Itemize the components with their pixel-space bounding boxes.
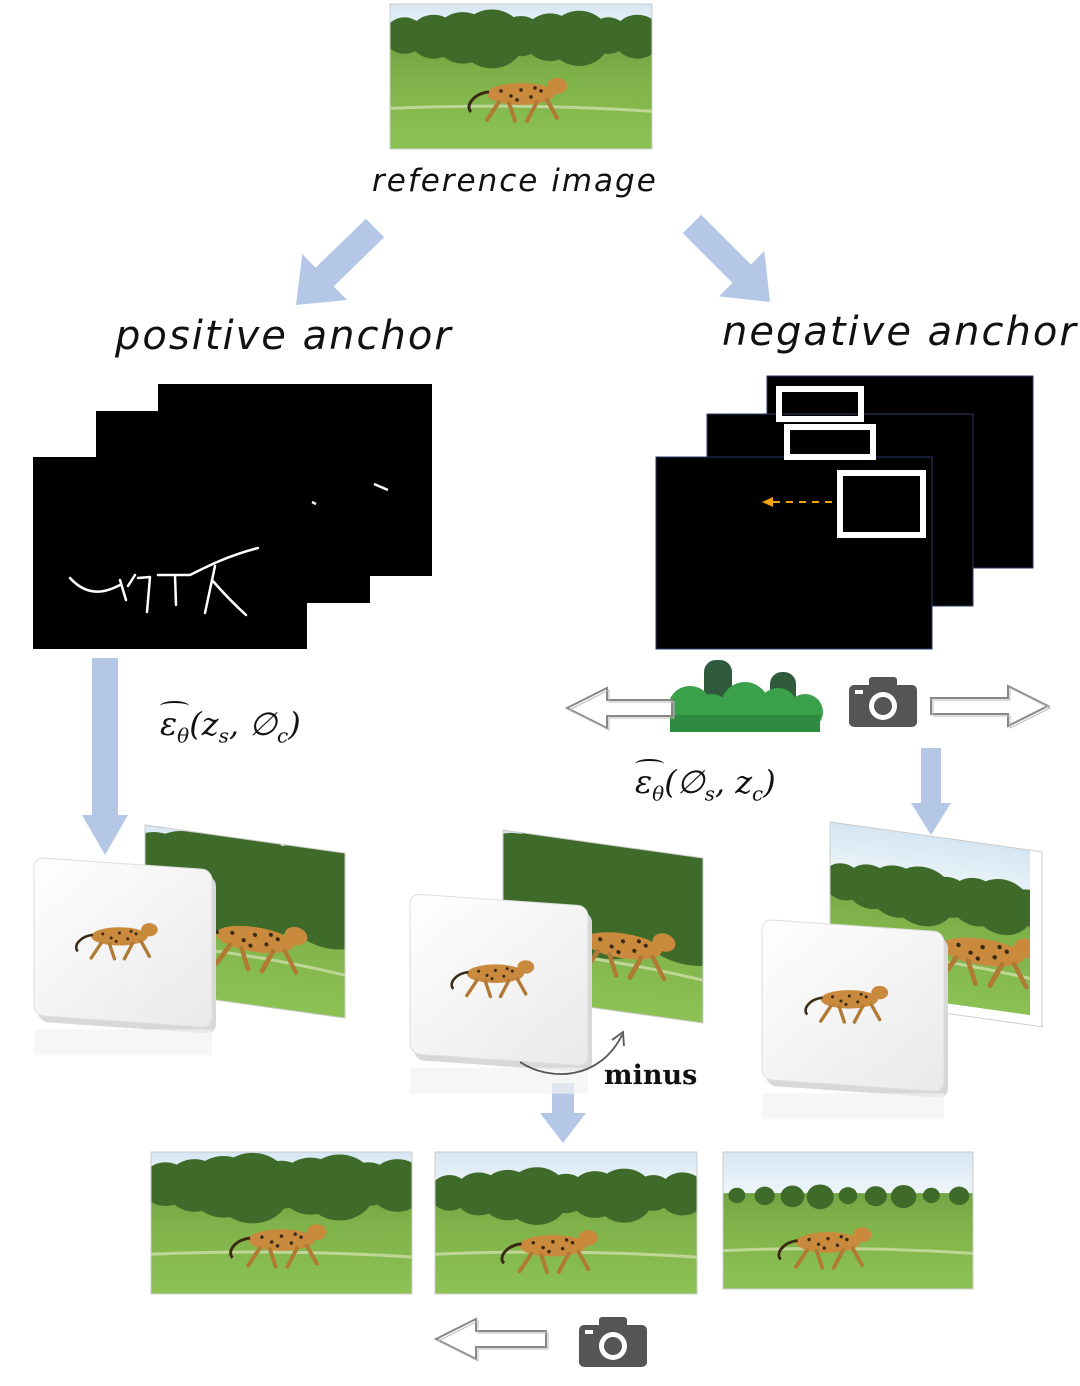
photo-border bbox=[434, 1151, 698, 1295]
tree bbox=[838, 1187, 858, 1205]
arrow-sketch bbox=[932, 687, 1052, 729]
box-outline bbox=[784, 424, 876, 460]
decomposition-pair bbox=[33, 824, 346, 1056]
formula-close: ) bbox=[288, 705, 301, 743]
tree bbox=[621, 842, 703, 966]
card-reflection bbox=[410, 1067, 588, 1094]
decomposition-pair bbox=[761, 821, 1043, 1120]
epsilon-hat: εθ bbox=[160, 700, 190, 748]
sketch-stroke bbox=[311, 482, 389, 506]
positive-anchor-label: positive anchor bbox=[115, 313, 453, 359]
formula-close: ) bbox=[763, 763, 776, 801]
arrow-sketch bbox=[436, 1320, 549, 1362]
epsilon-hat: εθ bbox=[635, 758, 665, 806]
tree bbox=[922, 1187, 940, 1204]
tree bbox=[754, 1186, 775, 1206]
card-reflection bbox=[34, 1029, 212, 1056]
background-card bbox=[502, 829, 704, 1024]
output-frame bbox=[150, 1151, 413, 1295]
sketch-stroke bbox=[68, 546, 260, 617]
arrow-sketch bbox=[567, 689, 675, 731]
ground bbox=[670, 715, 820, 732]
tree bbox=[728, 1187, 746, 1204]
negative-noise-formula: εθ(∅s, zc) bbox=[635, 758, 776, 806]
arrow-outline bbox=[433, 1317, 547, 1361]
card-reflection bbox=[762, 1093, 944, 1120]
reference-image bbox=[389, 3, 653, 150]
tree bbox=[368, 1159, 412, 1212]
photo-border bbox=[150, 1151, 413, 1295]
tree bbox=[613, 14, 652, 59]
left-arrow-icon bbox=[433, 1317, 549, 1362]
output-frame bbox=[722, 1151, 974, 1290]
output-frame bbox=[434, 1151, 698, 1295]
tree bbox=[273, 843, 345, 950]
right-arrow-icon bbox=[930, 684, 1052, 729]
down-arrow-icon bbox=[296, 218, 385, 305]
motion-arrowhead bbox=[762, 497, 773, 507]
positive-noise-formula: εθ(zs, ∅c) bbox=[160, 700, 301, 748]
background-layer bbox=[502, 829, 704, 1024]
down-arrow-icon bbox=[540, 1083, 586, 1143]
path-trail bbox=[390, 104, 652, 113]
path-trail bbox=[151, 1250, 412, 1259]
theta-symbol: θ bbox=[177, 723, 190, 748]
theta-symbol: θ bbox=[652, 781, 665, 806]
minus-label: minus bbox=[604, 1060, 698, 1091]
tree bbox=[780, 1185, 805, 1208]
tree bbox=[806, 1184, 834, 1210]
arrow-outline bbox=[564, 686, 673, 730]
camera-icon bbox=[849, 677, 917, 727]
formula-open: (∅ bbox=[664, 763, 705, 801]
sky bbox=[723, 1152, 973, 1194]
formula-sub-first: s bbox=[704, 781, 715, 806]
formula-sub-second: c bbox=[277, 723, 289, 748]
down-arrow-icon bbox=[682, 214, 770, 302]
negative-anchor-label: negative anchor bbox=[722, 309, 1078, 355]
formula-sub-second: c bbox=[752, 781, 764, 806]
formula-mid: , ∅ bbox=[228, 705, 278, 743]
box-outline bbox=[837, 470, 926, 538]
reference-image-label: reference image bbox=[372, 163, 658, 199]
photo-border bbox=[389, 3, 653, 150]
epsilon-symbol: ε bbox=[635, 763, 653, 801]
left-arrow-icon bbox=[564, 686, 675, 731]
tree bbox=[890, 1184, 917, 1209]
formula-mid: , z bbox=[714, 763, 753, 801]
minus-curve bbox=[519, 1034, 623, 1075]
formula-sub-first: s bbox=[218, 723, 229, 748]
tree bbox=[948, 1186, 970, 1206]
trees-icon bbox=[668, 660, 823, 732]
decomposition-pair bbox=[409, 829, 704, 1094]
minus-arrowhead bbox=[611, 1030, 625, 1047]
sketch-frame bbox=[33, 457, 307, 649]
tree bbox=[1008, 889, 1030, 927]
tree bbox=[864, 1186, 887, 1207]
box-outline bbox=[776, 386, 864, 422]
down-arrow-icon bbox=[911, 748, 951, 835]
tree bbox=[658, 1172, 697, 1216]
box-frame bbox=[655, 456, 933, 650]
formula-open: (z bbox=[189, 705, 219, 743]
epsilon-symbol: ε bbox=[160, 705, 178, 743]
photo-border bbox=[722, 1151, 974, 1290]
camera-icon bbox=[579, 1317, 647, 1367]
down-arrow-icon bbox=[82, 658, 128, 855]
arrow-outline bbox=[930, 684, 1051, 728]
